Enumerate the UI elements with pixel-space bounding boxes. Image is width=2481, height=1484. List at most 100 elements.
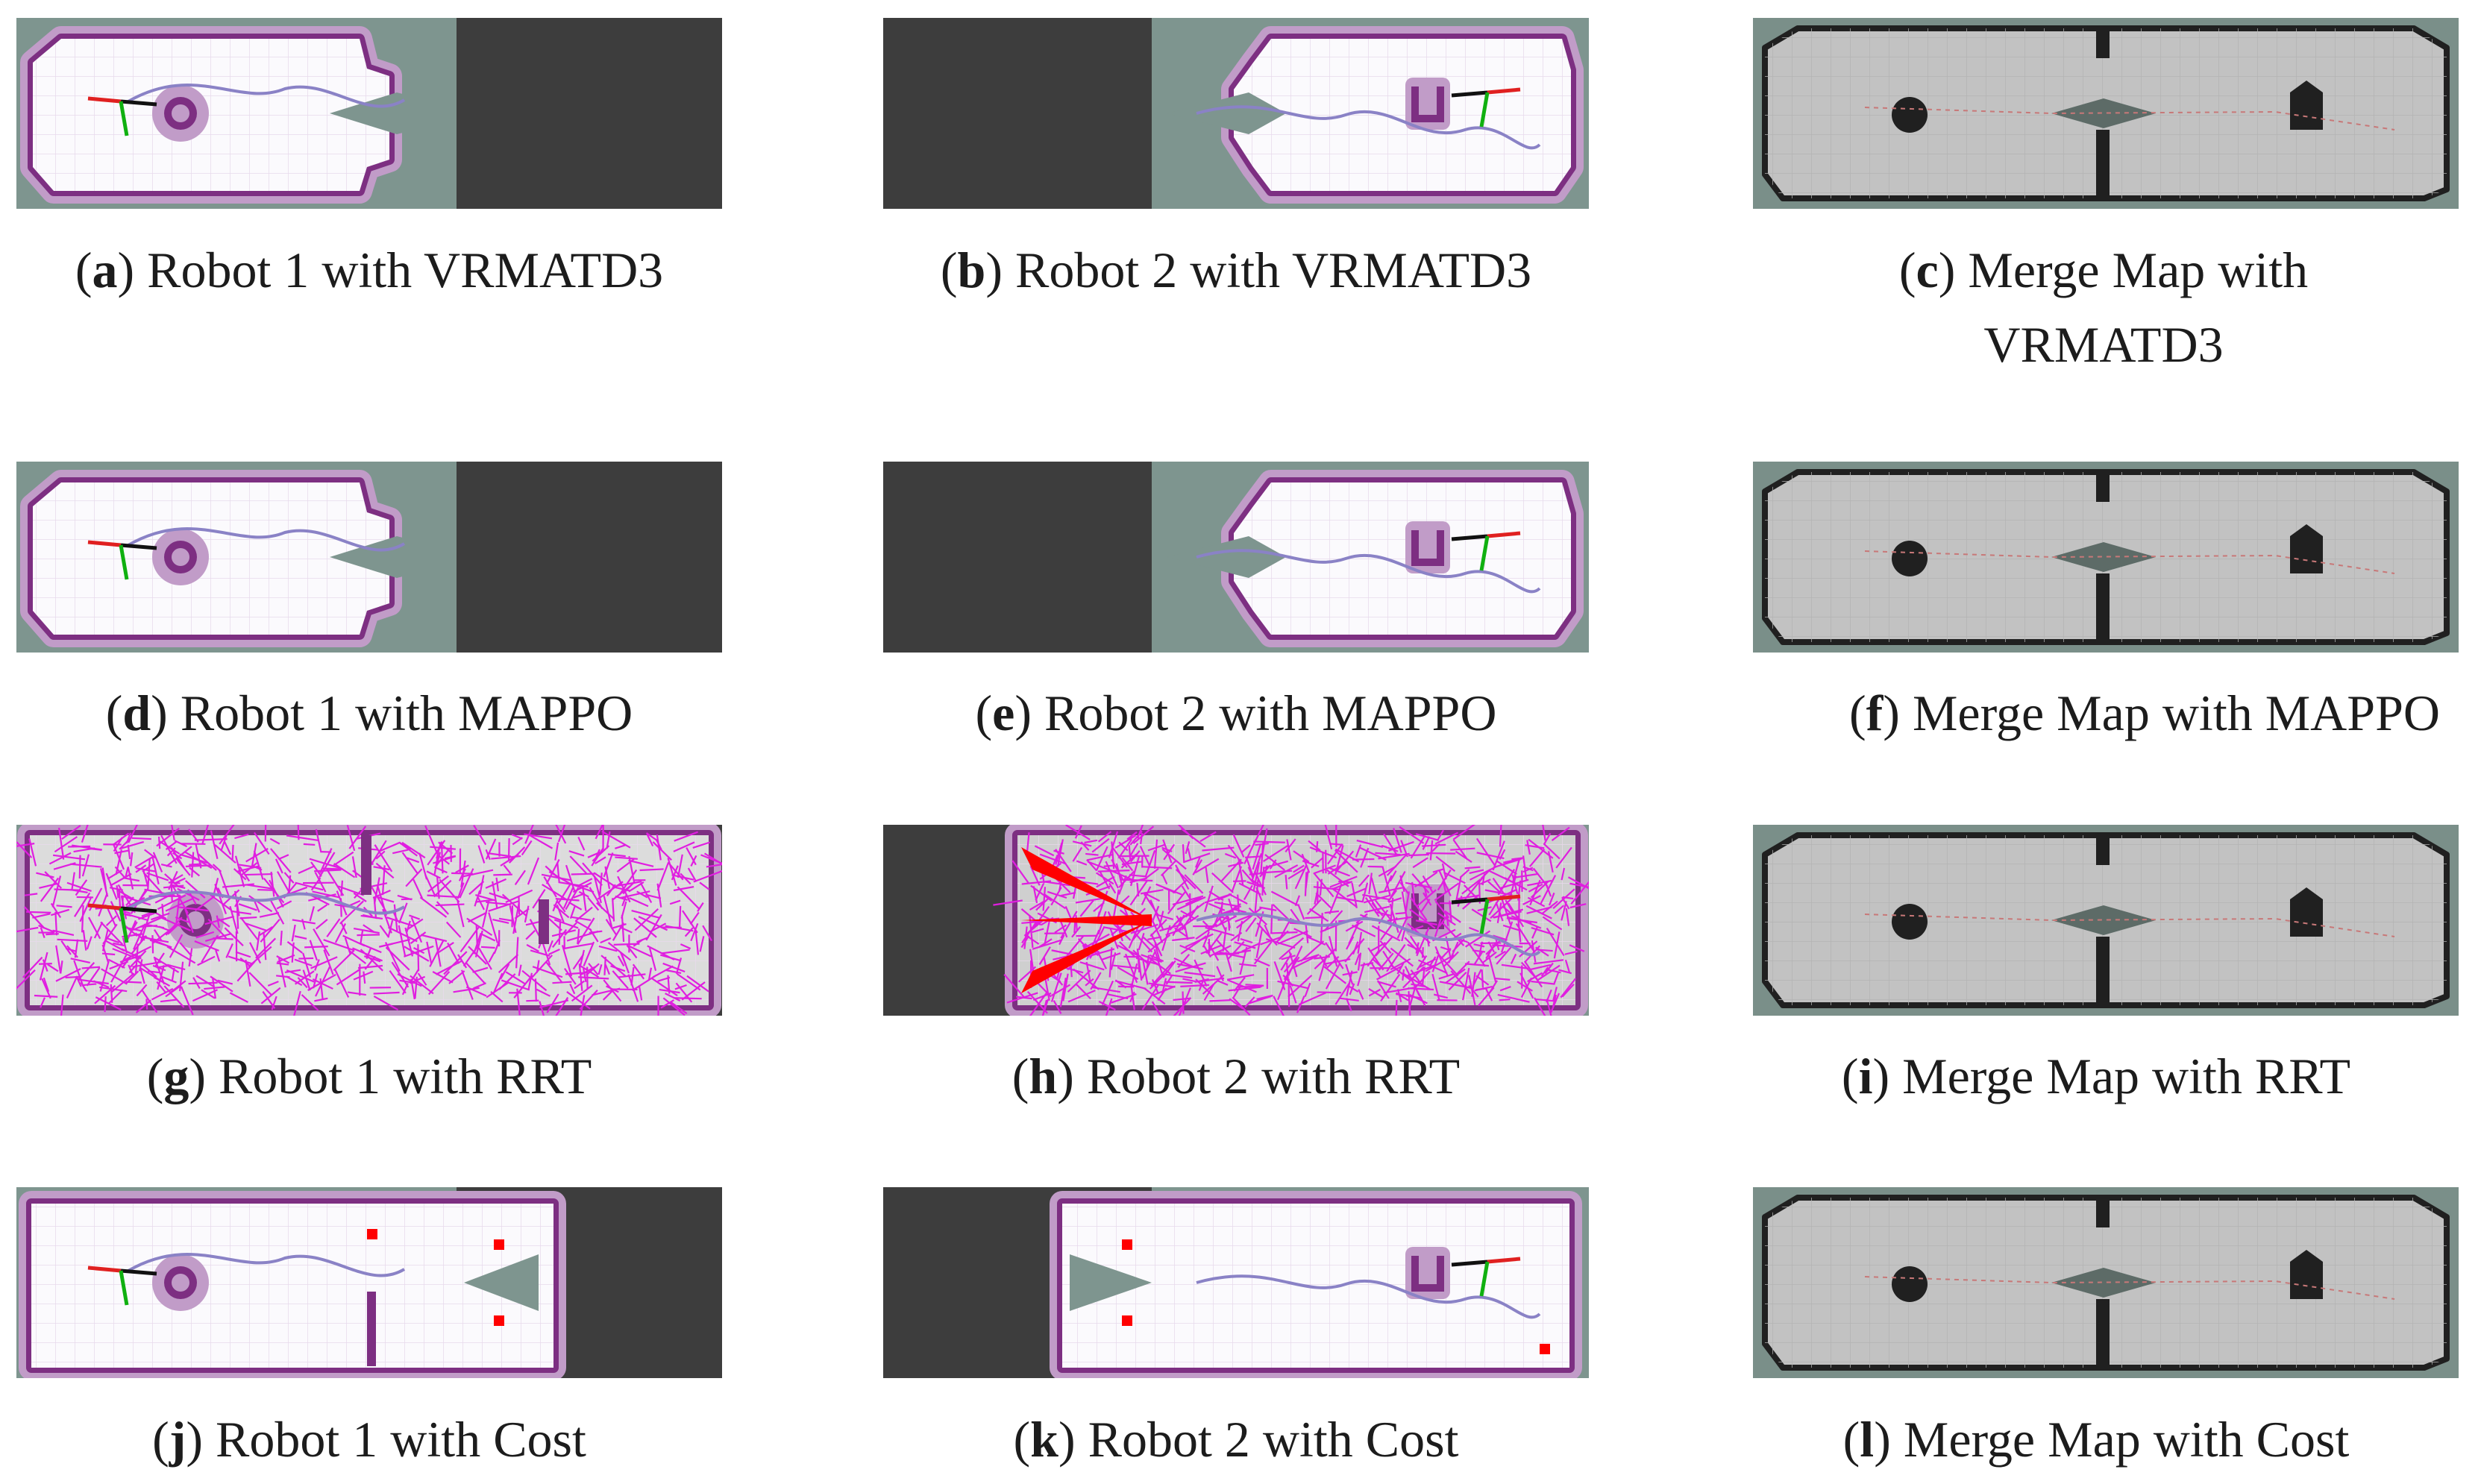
trajectory-line [1196,1274,1541,1319]
robot-axis [1487,894,1521,902]
obstacle-pillar [172,104,189,122]
robot-axis [87,96,122,104]
unexplored-wedge [330,92,457,134]
robot-axis [120,99,157,107]
merge-pillar [1892,97,1928,133]
caption-i: (i) Merge Map with RRT [1841,1048,2351,1104]
trajectory-line [128,84,406,108]
merge-wedge [2051,542,2156,572]
obstacle-block [1411,1256,1444,1292]
robot-axis [119,908,129,943]
trajectory-line [128,527,406,552]
rrt-tree [993,825,1589,1016]
merge-path [1864,1276,2395,1300]
merge-wall-segment [2096,28,2110,58]
trajectory-line [128,1253,406,1277]
merge-pillar [1892,1266,1928,1302]
robot-axis [1487,87,1521,95]
merge-wall-segment [2096,130,2110,198]
merge-wall-segment [2096,472,2110,502]
frontier-marker [367,1229,377,1239]
panel-i-map [1753,825,2459,1016]
robot-axis [1487,1257,1521,1264]
robot-axis [1479,535,1490,571]
merge-wall-segment [2096,1299,2110,1368]
robot-axis [119,101,129,136]
merge-pillar [1892,904,1928,940]
robot-axis [1479,92,1490,128]
panel-e-map [883,462,1589,653]
caption-b: (b) Robot 2 with VRMATD3 [940,242,1532,298]
caption-h: (h) Robot 2 with RRT [1011,1048,1461,1104]
merge-path [1864,914,2395,937]
merge-path [1864,550,2395,574]
unexplored-wedge [1070,1254,1152,1311]
caption-e: (e) Robot 2 with MAPPO [975,685,1497,741]
panel-a-map [16,18,722,209]
robot-axis [1487,531,1521,538]
wall-segment [361,835,371,895]
unexplored-wedge [464,1254,539,1311]
trajectory-line [1196,549,1541,594]
frontier-marker [1540,1344,1550,1354]
merge-pillar [1892,541,1928,576]
panel-c-map [1753,18,2459,209]
panel-f-map [1753,462,2459,653]
panel-d-map [16,462,722,653]
robot-axis [119,544,129,580]
merge-wedge [2051,98,2156,128]
merge-wedge [2051,905,2156,935]
wall-segment [539,899,549,944]
caption-k: (k) Robot 2 with Cost [1013,1411,1459,1468]
caption-f: (f) Merge Map with MAPPO [1848,685,2441,741]
rrt-tree [16,825,722,1016]
robot-axis [1451,897,1488,905]
merge-wall-segment [2096,937,2110,1005]
trajectory-line [1196,105,1541,150]
robot-axis [1451,534,1488,541]
frontier-marker [494,1315,504,1326]
robot-axis [1451,1260,1488,1267]
robot-axis [1451,90,1488,98]
panel-j-map [16,1187,722,1378]
obstacle-pillar [172,1274,189,1292]
trajectory-line [128,890,406,915]
trajectory-line [1196,912,1541,957]
merge-wedge [2051,1268,2156,1298]
wall-segment [367,1292,376,1366]
robot-axis [87,1266,122,1273]
robot-axis [120,906,157,914]
merge-path [1864,107,2395,131]
robot-axis [1479,1261,1490,1297]
panel-b-map [883,18,1589,209]
robot-axis [87,540,122,547]
panel-h-map [883,825,1589,1016]
robot-axis [120,543,157,550]
frontier-marker [1122,1315,1132,1326]
merge-wall-segment [2096,1198,2110,1227]
merge-wall-segment [2096,835,2110,865]
merge-wall-segment [2096,573,2110,642]
robot-axis [1479,899,1490,934]
caption-a: (a) Robot 1 with VRMATD3 [75,242,664,298]
panel-k-map [883,1187,1589,1378]
caption-l: (l) Merge Map with Cost [1842,1411,2350,1468]
panel-g-map [16,825,722,1016]
frontier-marker [1122,1239,1132,1250]
panel-l-map [1753,1187,2459,1378]
unexplored-wedge [330,536,457,578]
caption-g: (g) Robot 1 with RRT [146,1048,592,1104]
frontier-marker [494,1239,504,1250]
frontier-wedge [1021,847,1152,993]
caption-j: (j) Robot 1 with Cost [152,1411,586,1468]
obstacle-pillar [172,548,189,566]
obstacle-block [1411,530,1444,566]
robot-axis [119,1270,129,1306]
unexplored-wedge [1167,92,1286,134]
caption-d: (d) Robot 1 with MAPPO [105,685,633,741]
obstacle-block [1411,87,1444,122]
unexplored-wedge [1167,536,1286,578]
robot-axis [87,903,122,911]
robot-axis [120,1268,157,1276]
